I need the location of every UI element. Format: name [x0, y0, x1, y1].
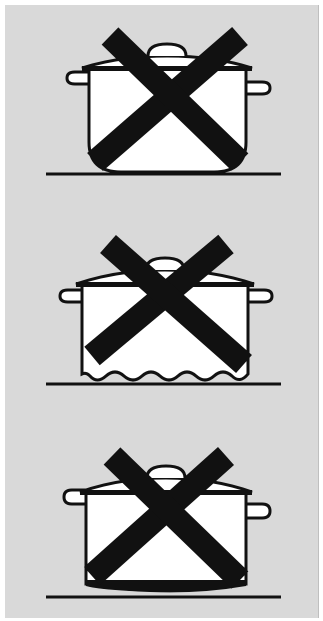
pot-flat-thick-bottom — [46, 456, 281, 597]
pot-handle-left — [67, 72, 89, 84]
pot-rounded-bottom — [46, 36, 281, 174]
pot-lid — [80, 478, 252, 492]
pot-handle-right — [248, 290, 272, 302]
pot-rim — [82, 66, 252, 71]
pot-handle-right — [246, 504, 270, 518]
lid-knob — [147, 466, 185, 478]
lid-knob — [148, 44, 186, 56]
pot-handle-right — [246, 82, 270, 94]
pot-handle-left — [60, 290, 82, 302]
pot-wavy-bottom — [46, 244, 281, 384]
pot-base — [86, 580, 246, 592]
